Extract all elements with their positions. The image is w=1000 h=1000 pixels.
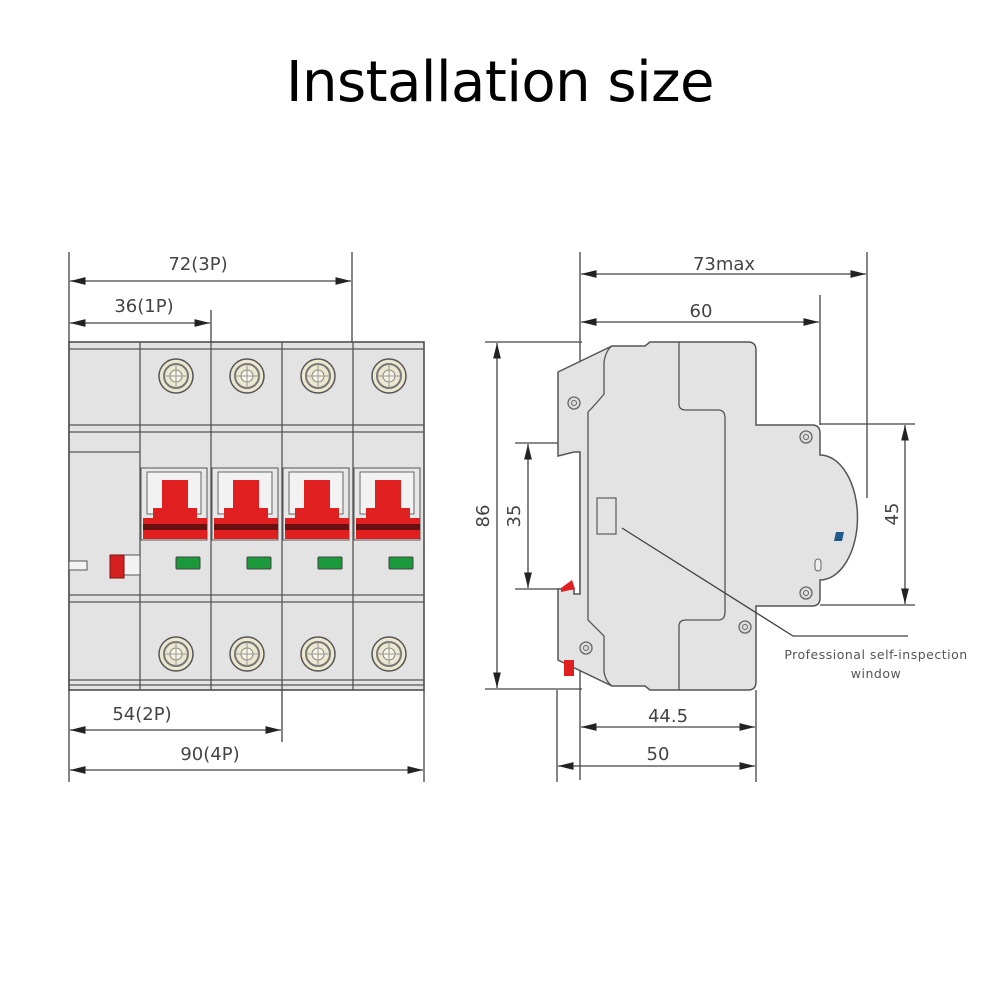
front-view: 72(3P) 36(1P) 54(2P) 90(4P)	[68, 252, 425, 782]
terminal-screw-icon	[371, 636, 407, 672]
terminal-screw-icon	[300, 636, 336, 672]
terminal-screw-icon	[371, 358, 407, 394]
dim-45: 45	[882, 503, 903, 526]
dim-73max: 73max	[693, 254, 755, 275]
inspection-window-icon	[596, 497, 617, 535]
page-title: Installation size	[285, 50, 715, 115]
callout-label-window: window	[851, 666, 901, 681]
din-clip-icon	[564, 660, 574, 676]
dim-54-2p: 54(2P)	[112, 704, 171, 725]
callout-label: Professional self-inspection	[784, 647, 967, 662]
dim-72-3p: 72(3P)	[168, 254, 227, 275]
status-indicator-icon	[175, 556, 201, 570]
toggle-handle-icon	[282, 467, 350, 541]
toggle-handle-icon	[353, 467, 421, 541]
terminal-screw-icon	[158, 636, 194, 672]
test-button-icon	[109, 554, 125, 579]
terminal-screw-icon	[229, 358, 265, 394]
terminal-screw-icon	[158, 358, 194, 394]
status-indicator-icon	[317, 556, 343, 570]
dim-86: 86	[473, 505, 494, 528]
toggle-handle-icon	[211, 467, 279, 541]
terminal-screw-icon	[300, 358, 336, 394]
status-indicator-icon	[246, 556, 272, 570]
toggle-handle-icon	[140, 467, 208, 541]
dim-35: 35	[504, 505, 525, 528]
dim-60: 60	[690, 301, 713, 322]
side-view: 73max 60 86 35 45 44.5 50 Profession	[473, 252, 967, 782]
breaker-side-body	[557, 341, 859, 691]
dim-36-1p: 36(1P)	[114, 296, 173, 317]
blue-button-icon	[834, 532, 844, 541]
dim-50: 50	[647, 744, 670, 765]
dim-90-4p: 90(4P)	[180, 744, 239, 765]
terminal-screw-icon	[229, 636, 265, 672]
screw-icon	[567, 396, 813, 655]
dim-44-5: 44.5	[648, 706, 688, 727]
status-indicator-icon	[388, 556, 414, 570]
din-clip-icon	[561, 580, 575, 592]
